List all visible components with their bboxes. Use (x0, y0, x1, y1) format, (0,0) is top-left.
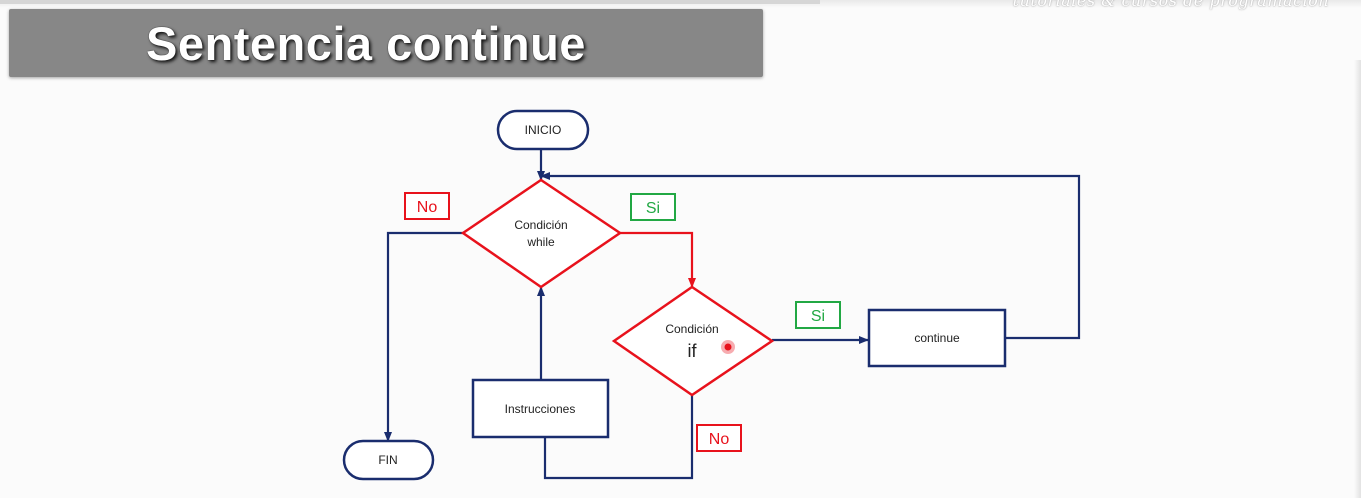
if-si-label: Si (811, 308, 825, 325)
while-no-label-box (404, 192, 450, 220)
arrow-while-no-to-fin (384, 231, 463, 442)
while-decision (460, 178, 623, 289)
while-si-label-box (630, 193, 676, 221)
arrow-continue-loop-back (540, 172, 1081, 340)
arrow-while-si-to-if (620, 231, 696, 288)
while-no-label: No (417, 199, 438, 216)
page-title: Sentencia continue (146, 16, 586, 70)
continue-label: continue (914, 331, 960, 345)
if-decision (611, 285, 775, 397)
while-condition-line1: Condición (514, 218, 567, 232)
if-condition-line2: if (688, 341, 698, 361)
instrucciones-box (471, 378, 610, 439)
page-edge (1354, 60, 1361, 498)
instrucciones-label: Instrucciones (505, 402, 576, 416)
inicio-terminal (496, 109, 590, 151)
if-si-label-box (795, 301, 841, 329)
if-no-label-box (696, 424, 742, 452)
arrow-if-no-to-instrucciones (543, 395, 694, 480)
inicio-label: INICIO (525, 123, 562, 137)
fin-label: FIN (378, 453, 397, 467)
cursor-pointer-icon (721, 340, 735, 354)
top-strip (0, 0, 1361, 8)
fin-terminal (342, 439, 435, 481)
while-condition-line2: while (526, 235, 555, 249)
if-condition-line1: Condición (665, 322, 718, 336)
if-no-label: No (709, 431, 730, 448)
continue-box (867, 308, 1007, 368)
while-si-label: Si (646, 200, 660, 217)
watermark: tutoriales & cursos de programación (1012, 0, 1329, 10)
title-banner: Sentencia continue (9, 9, 763, 77)
